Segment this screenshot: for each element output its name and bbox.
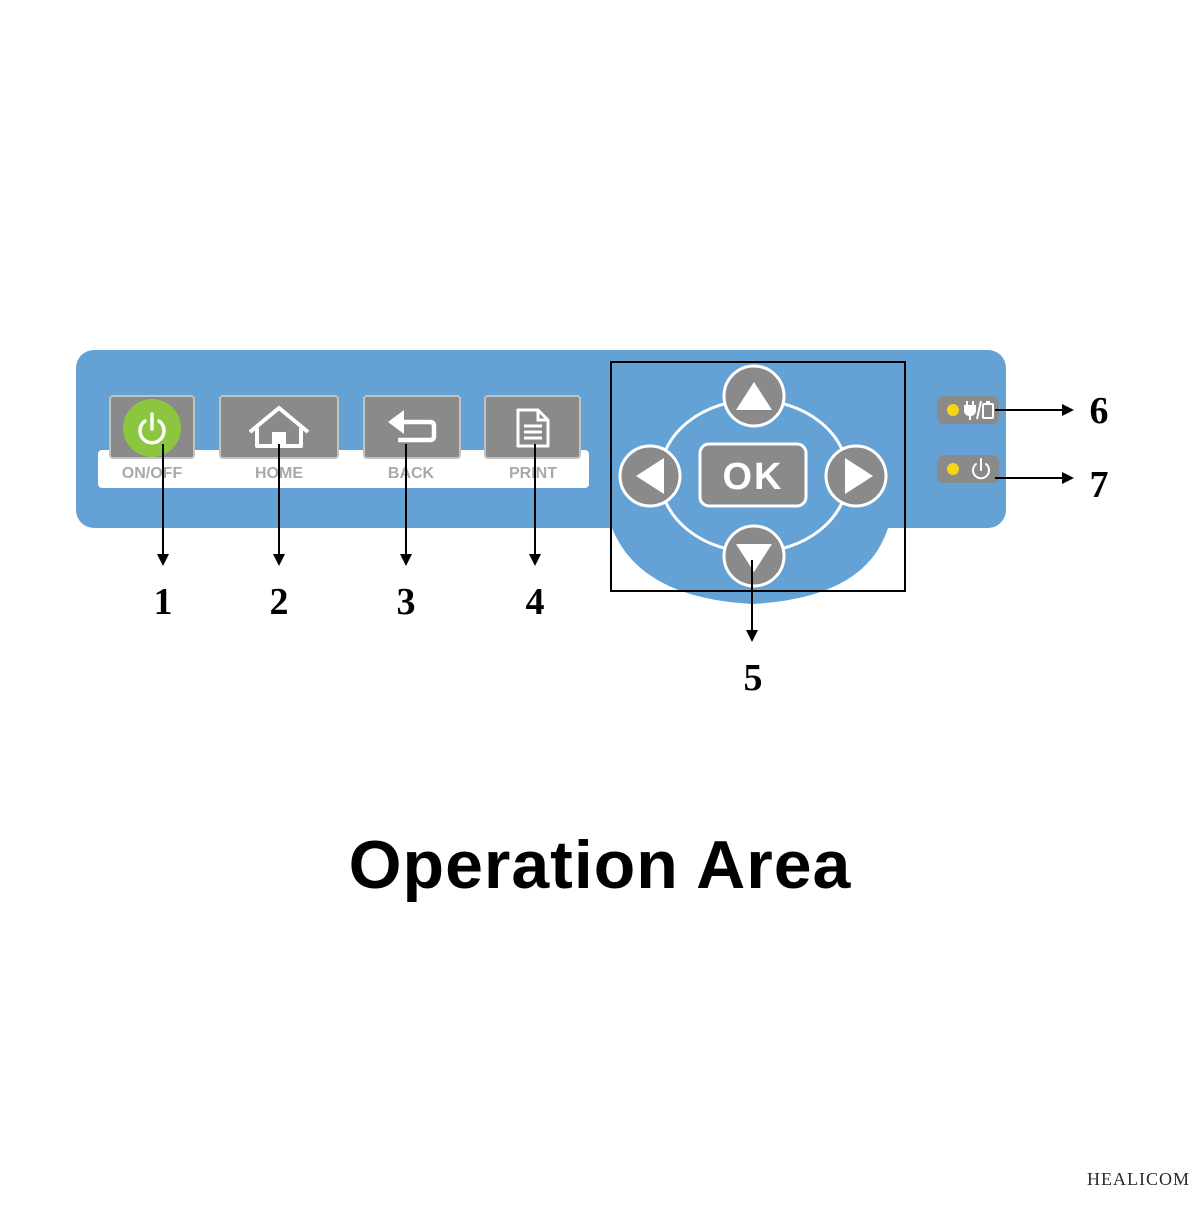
callout-number-7: 7 xyxy=(1090,464,1109,506)
down-arrow-icon xyxy=(736,544,772,572)
up-arrow-icon xyxy=(736,382,772,410)
print-label: PRINT xyxy=(509,465,557,482)
callout-number-6: 6 xyxy=(1090,390,1109,432)
power-icon xyxy=(138,412,166,445)
callout-number-4: 4 xyxy=(526,581,545,623)
up-button[interactable] xyxy=(722,364,786,428)
down-button[interactable] xyxy=(722,524,786,588)
back-button[interactable] xyxy=(363,395,461,459)
plug-battery-icon xyxy=(964,400,994,420)
charging-led xyxy=(947,404,959,416)
power-icon xyxy=(972,458,990,480)
right-button[interactable] xyxy=(824,444,888,508)
power-led xyxy=(947,463,959,475)
on-off-button[interactable] xyxy=(109,395,195,459)
button-label-strip xyxy=(98,450,589,488)
charging-indicator xyxy=(937,396,999,424)
callout-number-1: 1 xyxy=(154,581,173,623)
ok-button[interactable]: OK xyxy=(698,442,808,508)
left-button[interactable] xyxy=(618,444,682,508)
navigation-pad: OK xyxy=(618,364,888,588)
left-arrow-icon xyxy=(636,458,664,494)
callout-number-2: 2 xyxy=(270,581,289,623)
back-arrow-icon xyxy=(388,410,437,443)
on-off-label: ON/OFF xyxy=(122,465,183,482)
dpad-highlight-frame xyxy=(610,361,906,592)
print-button[interactable] xyxy=(484,395,581,459)
document-icon xyxy=(516,408,550,448)
back-label: BACK xyxy=(388,465,435,482)
power-indicator xyxy=(937,455,999,483)
callout-number-5: 5 xyxy=(744,657,763,699)
home-button[interactable] xyxy=(219,395,339,459)
callout-arrows xyxy=(157,404,1074,642)
brand-watermark: HEALICOM xyxy=(1087,1169,1190,1189)
right-arrow-icon xyxy=(845,458,873,494)
diagram-caption: Operation Area xyxy=(348,827,852,903)
callout-number-3: 3 xyxy=(397,581,416,623)
ok-label: OK xyxy=(723,456,784,498)
